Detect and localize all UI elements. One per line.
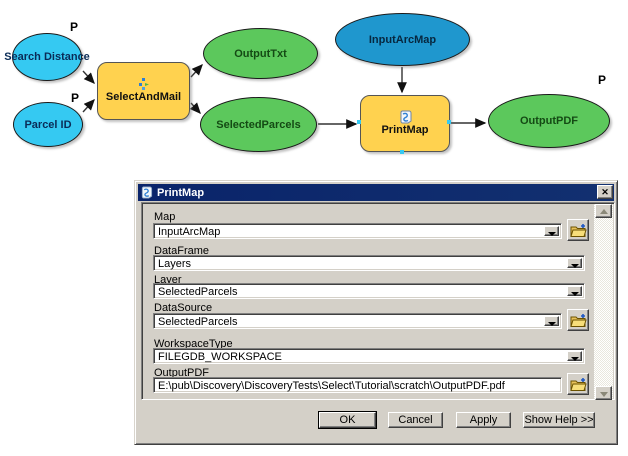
parameter-marker-parcel-id: P xyxy=(71,91,80,105)
model-tool-select-and-mail[interactable]: SelectAndMail xyxy=(97,62,190,120)
layer-combobox[interactable]: SelectedParcels xyxy=(153,283,585,299)
model-tool-label: PrintMap xyxy=(381,123,429,136)
chevron-down-icon[interactable] xyxy=(567,286,582,296)
modelbuilder-canvas: P P P Search Distance Parcel ID SelectAn… xyxy=(0,0,628,176)
open-folder-icon xyxy=(569,377,587,391)
connection-tick-bottom xyxy=(400,150,404,154)
chevron-down-icon[interactable] xyxy=(544,316,559,326)
outputpdf-browse-button[interactable] xyxy=(567,373,589,395)
chevron-down-icon[interactable] xyxy=(567,258,582,268)
dialog-title-bar[interactable]: PrintMap xyxy=(138,184,614,201)
datasource-browse-button[interactable] xyxy=(567,309,589,331)
model-icon xyxy=(137,77,151,91)
cancel-button[interactable]: Cancel xyxy=(388,412,443,428)
field-label-dataframe: DataFrame xyxy=(154,245,210,257)
model-variable-search-distance[interactable]: Search Distance xyxy=(4,33,90,81)
combobox-value: FILEGDB_WORKSPACE xyxy=(158,351,282,363)
parameter-marker-search-distance: P xyxy=(70,20,79,34)
map-browse-button[interactable] xyxy=(567,219,589,241)
dataframe-combobox[interactable]: Layers xyxy=(153,255,585,271)
print-map-dialog: PrintMap ✕ Map InputArcMap DataFrame Lay… xyxy=(134,180,618,445)
connection-tick-right xyxy=(447,120,451,124)
field-label-workspacetype: WorkspaceType xyxy=(154,338,233,350)
model-variable-selected-parcels[interactable]: SelectedParcels xyxy=(200,97,317,152)
chevron-down-icon[interactable] xyxy=(544,226,559,236)
datasource-combobox[interactable]: SelectedParcels xyxy=(153,313,562,329)
open-folder-icon xyxy=(569,223,587,237)
model-variable-parcel-id[interactable]: Parcel ID xyxy=(13,102,83,147)
model-tool-label: SelectAndMail xyxy=(105,91,182,103)
scroll-down-icon[interactable] xyxy=(595,386,612,400)
connector-arrows xyxy=(82,63,487,129)
script-icon xyxy=(140,186,153,199)
parameters-panel: Map InputArcMap DataFrame Layers Layer xyxy=(141,202,615,400)
combobox-value: InputArcMap xyxy=(158,226,221,238)
model-tool-print-map[interactable]: PrintMap xyxy=(360,95,450,152)
combobox-value: SelectedParcels xyxy=(158,316,238,328)
field-label-map: Map xyxy=(154,211,176,223)
close-icon[interactable]: ✕ xyxy=(597,185,613,199)
model-variable-output-txt[interactable]: OutputTxt xyxy=(203,28,318,79)
workspacetype-combobox[interactable]: FILEGDB_WORKSPACE xyxy=(153,348,585,364)
textbox-value: E:\pub\Discovery\DiscoveryTests\Select\T… xyxy=(158,380,505,392)
ok-button[interactable]: OK xyxy=(319,412,376,428)
script-icon xyxy=(399,110,412,124)
show-help-button[interactable]: Show Help >> xyxy=(523,412,595,428)
chevron-down-icon[interactable] xyxy=(567,351,582,361)
scroll-up-icon[interactable] xyxy=(595,204,612,218)
open-folder-icon xyxy=(569,313,587,327)
parameter-marker-output-pdf: P xyxy=(598,73,607,87)
field-label-datasource: DataSource xyxy=(154,302,213,314)
dialog-title: PrintMap xyxy=(157,186,205,199)
connection-tick-left xyxy=(357,120,361,124)
map-combobox[interactable]: InputArcMap xyxy=(153,223,562,239)
model-variable-input-arcmap[interactable]: InputArcMap xyxy=(335,13,470,66)
field-label-outputpdf: OutputPDF xyxy=(154,367,210,379)
model-variable-output-pdf[interactable]: OutputPDF xyxy=(488,94,610,148)
apply-button[interactable]: Apply xyxy=(456,412,511,428)
vertical-scrollbar[interactable] xyxy=(594,204,613,400)
combobox-value: Layers xyxy=(158,258,192,270)
combobox-value: SelectedParcels xyxy=(158,286,238,298)
outputpdf-textbox[interactable]: E:\pub\Discovery\DiscoveryTests\Select\T… xyxy=(153,377,562,393)
